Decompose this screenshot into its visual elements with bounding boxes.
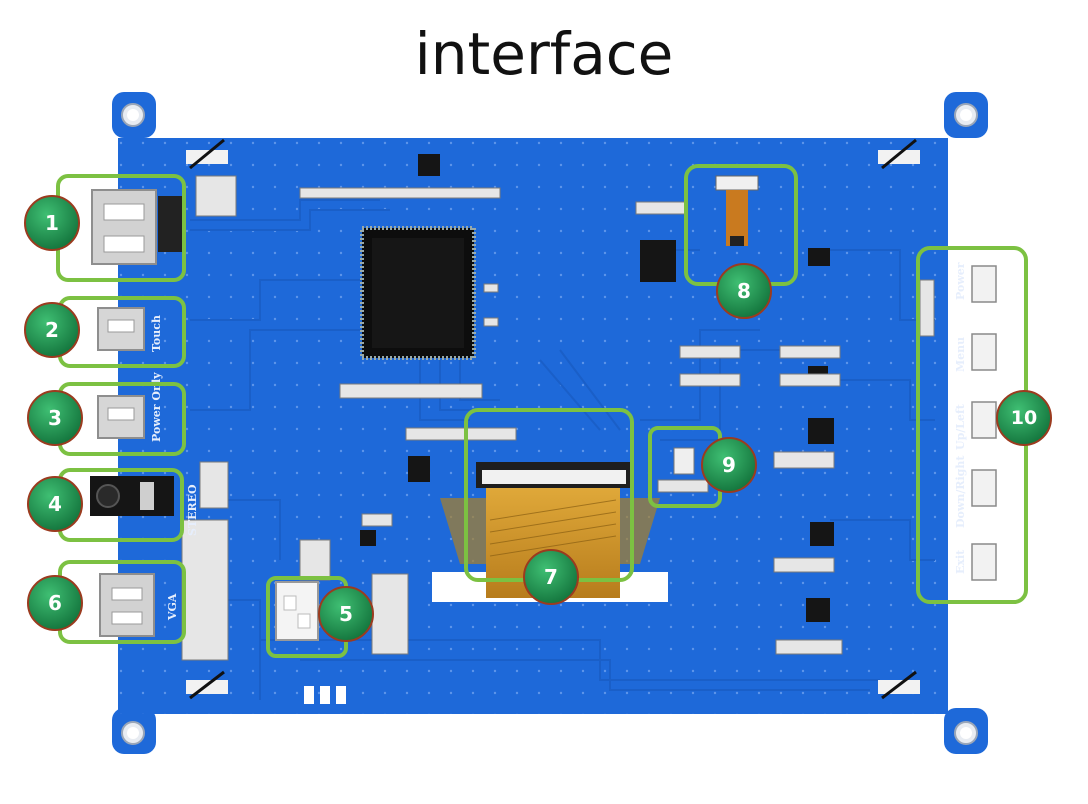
stereo-label: STEREO	[186, 484, 199, 536]
touch-usb-port	[97, 307, 145, 351]
callout-number: 9	[722, 453, 736, 477]
small-ics	[360, 154, 834, 622]
callout-badge-6: 6	[27, 575, 83, 631]
callout-badge-3: 3	[27, 390, 83, 446]
callout-number: 8	[737, 279, 751, 303]
menu-button-label: Menu	[954, 337, 967, 372]
callout-badge-10: 10	[996, 390, 1052, 446]
exit-button-label: Exit	[954, 549, 967, 574]
power-only-label: Power Only	[150, 372, 163, 442]
callout-number: 10	[1011, 407, 1037, 429]
hdmi-port	[91, 189, 184, 265]
power-button-label: Power	[954, 262, 967, 300]
passive-components	[181, 175, 935, 661]
callout-badge-5: 5	[318, 586, 374, 642]
pcb-traces	[190, 199, 935, 700]
bottom-pads	[304, 686, 346, 704]
mounting-holes	[121, 103, 978, 745]
callout-badge-2: 2	[24, 302, 80, 358]
callout-badge-1: 1	[24, 195, 80, 251]
callout-number: 5	[339, 602, 353, 626]
power-usb-port	[97, 395, 145, 439]
callout-number: 6	[48, 591, 62, 615]
callout-number: 3	[48, 406, 62, 430]
callout-badge-9: 9	[701, 437, 757, 493]
audio-jack	[90, 476, 174, 516]
callout-number: 7	[544, 565, 558, 589]
vga-port	[99, 573, 155, 637]
callout-number: 1	[45, 211, 59, 235]
touch-fpc-connector	[715, 175, 759, 246]
callout-number: 2	[45, 318, 59, 342]
tactile-switches	[971, 265, 997, 581]
touch-label: Touch	[150, 315, 163, 352]
callout-number: 4	[48, 492, 62, 516]
callout-badge-4: 4	[27, 476, 83, 532]
callout-badge-7: 7	[523, 549, 579, 605]
backlight-connector	[657, 447, 709, 493]
speaker-connector	[275, 581, 319, 641]
callout-badge-8: 8	[716, 263, 772, 319]
corner-marks	[186, 138, 920, 700]
vga-label: VGA	[166, 593, 179, 621]
up-left-button-label: Up/Left	[954, 403, 967, 450]
main-controller-chip	[360, 226, 476, 360]
down-right-button-label: Down/Right	[954, 455, 967, 528]
page-title: interface	[414, 20, 674, 88]
